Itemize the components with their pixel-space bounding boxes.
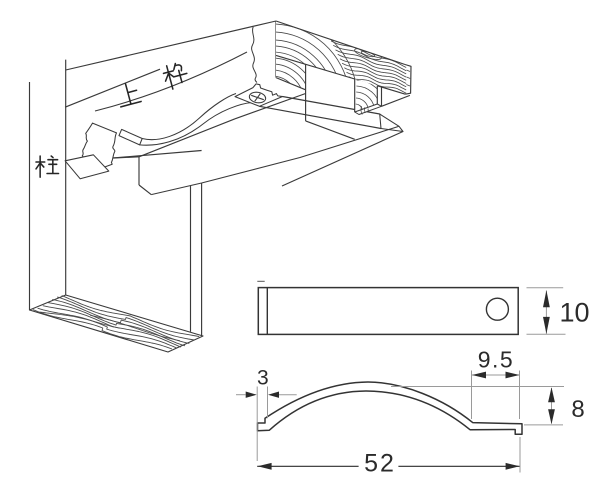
svg-text:8: 8 — [571, 396, 584, 423]
svg-text:10: 10 — [560, 298, 590, 328]
svg-text:52: 52 — [364, 450, 396, 478]
svg-text:3: 3 — [257, 367, 269, 390]
svg-text:9.5: 9.5 — [478, 347, 514, 373]
